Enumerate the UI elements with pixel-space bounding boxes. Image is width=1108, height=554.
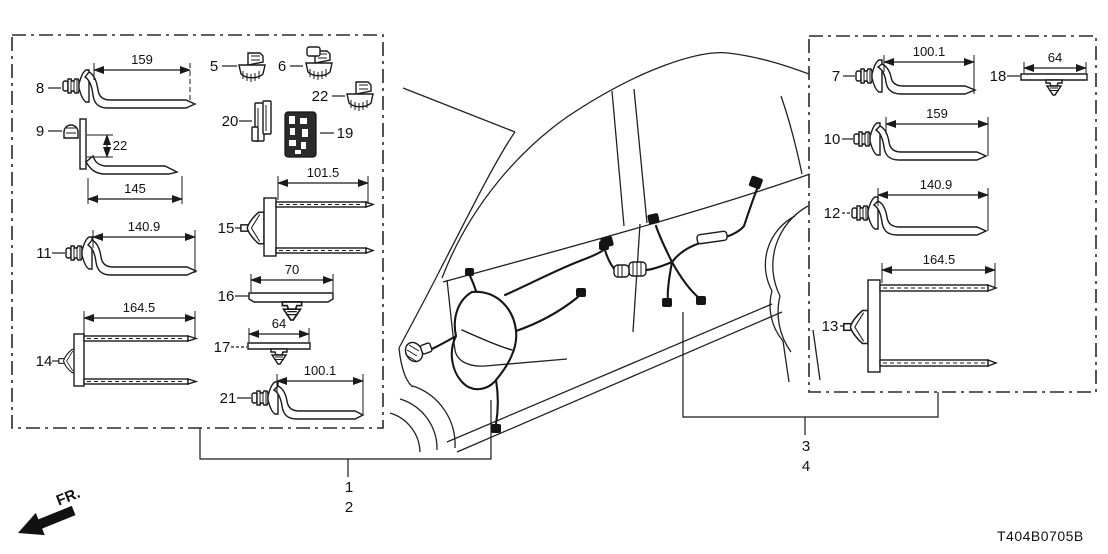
part-9-label[interactable]: 9 [36, 123, 44, 140]
part-11-label[interactable]: 11 [36, 245, 52, 262]
part-16[interactable]: 16 70 [218, 262, 334, 321]
part-10-label[interactable]: 10 [824, 131, 841, 148]
part-11-dimension: 140.9 [128, 219, 161, 234]
part-20[interactable]: 20 [222, 100, 272, 142]
part-15-dimension: 101.5 [307, 165, 340, 180]
fr-label: FR. [54, 485, 83, 510]
part-21[interactable]: 21 100.1 [220, 363, 365, 420]
part-8-dimension: 159 [131, 52, 153, 67]
part-16-dimension: 70 [285, 262, 299, 277]
zip-tie-rail [83, 335, 199, 385]
callout-4[interactable]: 4 [802, 458, 810, 475]
connector-cavities [289, 116, 308, 154]
part-6[interactable]: 6 [278, 46, 333, 81]
part-5-label[interactable]: 5 [210, 58, 218, 75]
part-20-label[interactable]: 20 [222, 113, 239, 130]
fr-arrow-icon [18, 505, 76, 536]
part-15[interactable]: 15 101.5 [218, 165, 376, 257]
part-12-dimension: 140.9 [920, 177, 953, 192]
part-22-label[interactable]: 22 [312, 88, 329, 105]
part-7-label[interactable]: 7 [832, 68, 840, 85]
part-14-label[interactable]: 14 [36, 353, 53, 370]
part-15-label[interactable]: 15 [218, 220, 235, 237]
part-8-label[interactable]: 8 [36, 80, 44, 97]
callout-2[interactable]: 2 [345, 499, 353, 516]
part-10[interactable]: 10 159 [824, 106, 989, 161]
zip-tie-rail [879, 283, 998, 368]
part-9[interactable]: 9 22 145 [36, 118, 183, 204]
callout-1[interactable]: 1 [345, 479, 353, 496]
part-12[interactable]: 12 140.9 [824, 177, 989, 236]
vehicle-outline [389, 52, 821, 453]
part-18-dimension: 64 [1048, 50, 1062, 65]
part-7-dimension: 100.1 [913, 44, 946, 59]
part-6-label[interactable]: 6 [278, 58, 286, 75]
diagram-code: T404B0705B [997, 528, 1084, 544]
right-parts-box-border [808, 35, 1097, 393]
front-door-harness[interactable] [402, 236, 614, 433]
part-19[interactable]: 19 [284, 111, 354, 158]
part-10-dimension: 159 [926, 106, 948, 121]
part-17[interactable]: 17 64 [214, 316, 311, 365]
part-5[interactable]: 5 [210, 52, 266, 83]
rear-door-harness[interactable] [599, 175, 763, 307]
part-21-label[interactable]: 21 [220, 390, 237, 407]
part-8[interactable]: 8 159 [36, 52, 197, 109]
part-21-dimension: 100.1 [304, 363, 337, 378]
callout-bracket-3-4 [682, 312, 939, 435]
part-9-dimension-v: 22 [113, 138, 127, 153]
door-grommet-boot [613, 261, 647, 278]
part-14-dimension: 164.5 [123, 300, 156, 315]
part-22[interactable]: 22 [312, 81, 374, 112]
door-grommet-boot [404, 341, 433, 363]
fr-indicator: FR. [18, 485, 83, 536]
part-11[interactable]: 11 140.9 [36, 219, 198, 276]
callout-3[interactable]: 3 [802, 438, 810, 455]
part-19-label[interactable]: 19 [337, 125, 354, 142]
left-parts-box-border [11, 34, 384, 429]
part-16-label[interactable]: 16 [218, 288, 235, 305]
part-12-label[interactable]: 12 [824, 205, 841, 222]
part-13[interactable]: 13 164.5 [822, 252, 998, 373]
zip-tie-rail [275, 201, 376, 254]
part-13-dimension: 164.5 [923, 252, 956, 267]
callout-bracket-1-2 [199, 400, 492, 477]
part-13-label[interactable]: 13 [822, 318, 839, 335]
part-7[interactable]: 7 100.1 [832, 44, 977, 95]
part-9-dimension: 145 [124, 181, 146, 196]
part-17-dimension: 64 [272, 316, 286, 331]
part-18[interactable]: 18 64 [990, 50, 1088, 96]
part-14[interactable]: 14 164.5 [36, 300, 199, 387]
part-17-label[interactable]: 17 [214, 339, 231, 356]
part-18-label[interactable]: 18 [990, 68, 1007, 85]
